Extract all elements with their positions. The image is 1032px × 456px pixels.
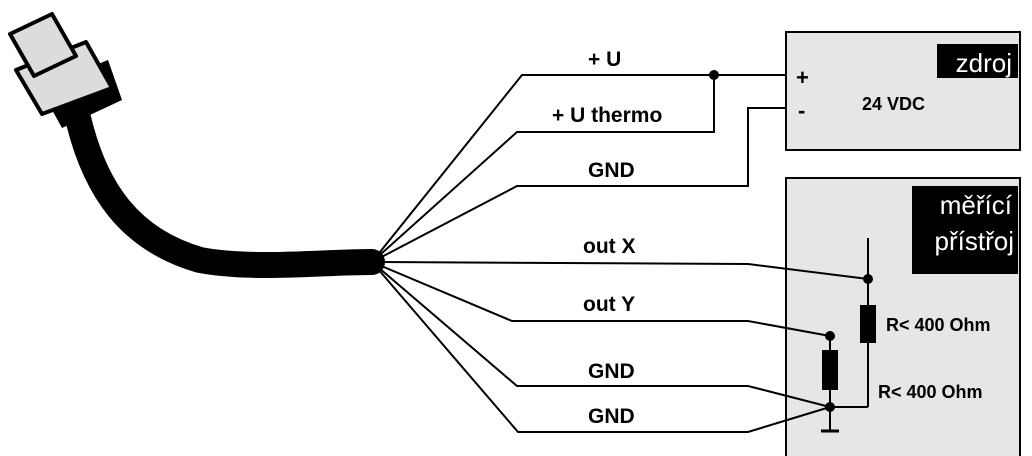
label-out-x: out X — [583, 235, 636, 258]
junction-out-x — [863, 274, 873, 284]
meter-circuit: R< 400 Ohm R< 400 Ohm — [821, 238, 991, 433]
wire-gnd-power — [371, 107, 786, 263]
power-minus-terminal: - — [798, 98, 805, 123]
label-plus-u-thermo: + U thermo — [552, 104, 662, 127]
label-gnd-power: GND — [588, 159, 635, 182]
wire-plus-u — [371, 74, 786, 263]
label-plus-u: + U — [588, 48, 621, 71]
wire-labels: + U + U thermo GND out X out Y GND GND — [552, 48, 662, 428]
meter-tag-line1: měřící — [940, 190, 1013, 220]
wire-plus-u-thermo — [371, 75, 715, 263]
wires — [371, 70, 869, 433]
resistor-2-label: R< 400 Ohm — [878, 382, 983, 402]
junction-plus-u — [709, 70, 719, 80]
cable — [65, 105, 385, 279]
sensor-head — [8, 12, 78, 78]
wire-out-y — [371, 261, 831, 337]
resistor-y — [822, 350, 838, 390]
label-out-y: out Y — [583, 293, 635, 316]
label-gnd-1: GND — [588, 360, 635, 383]
label-gnd-2: GND — [588, 405, 635, 428]
power-supply-tag-bg — [937, 44, 1018, 78]
meter-box: měřící přístřoj — [785, 177, 1021, 456]
wire-gnd-2 — [371, 261, 831, 433]
resistor-1-label: R< 400 Ohm — [886, 315, 991, 335]
power-supply-tag: zdroj — [956, 48, 1012, 78]
sensor-with-cable — [8, 12, 385, 279]
power-voltage: 24 VDC — [862, 94, 925, 114]
meter-tag-line2: přístřoj — [935, 226, 1014, 256]
resistor-x — [860, 305, 876, 343]
wire-out-x — [371, 261, 869, 280]
power-supply-box: zdroj + - 24 VDC — [785, 31, 1021, 151]
junction-gnd — [825, 402, 835, 412]
wire-gnd-1 — [371, 261, 831, 408]
meter-tag-bg — [912, 186, 1018, 274]
power-plus-terminal: + — [796, 65, 809, 90]
junction-out-y — [825, 331, 835, 341]
